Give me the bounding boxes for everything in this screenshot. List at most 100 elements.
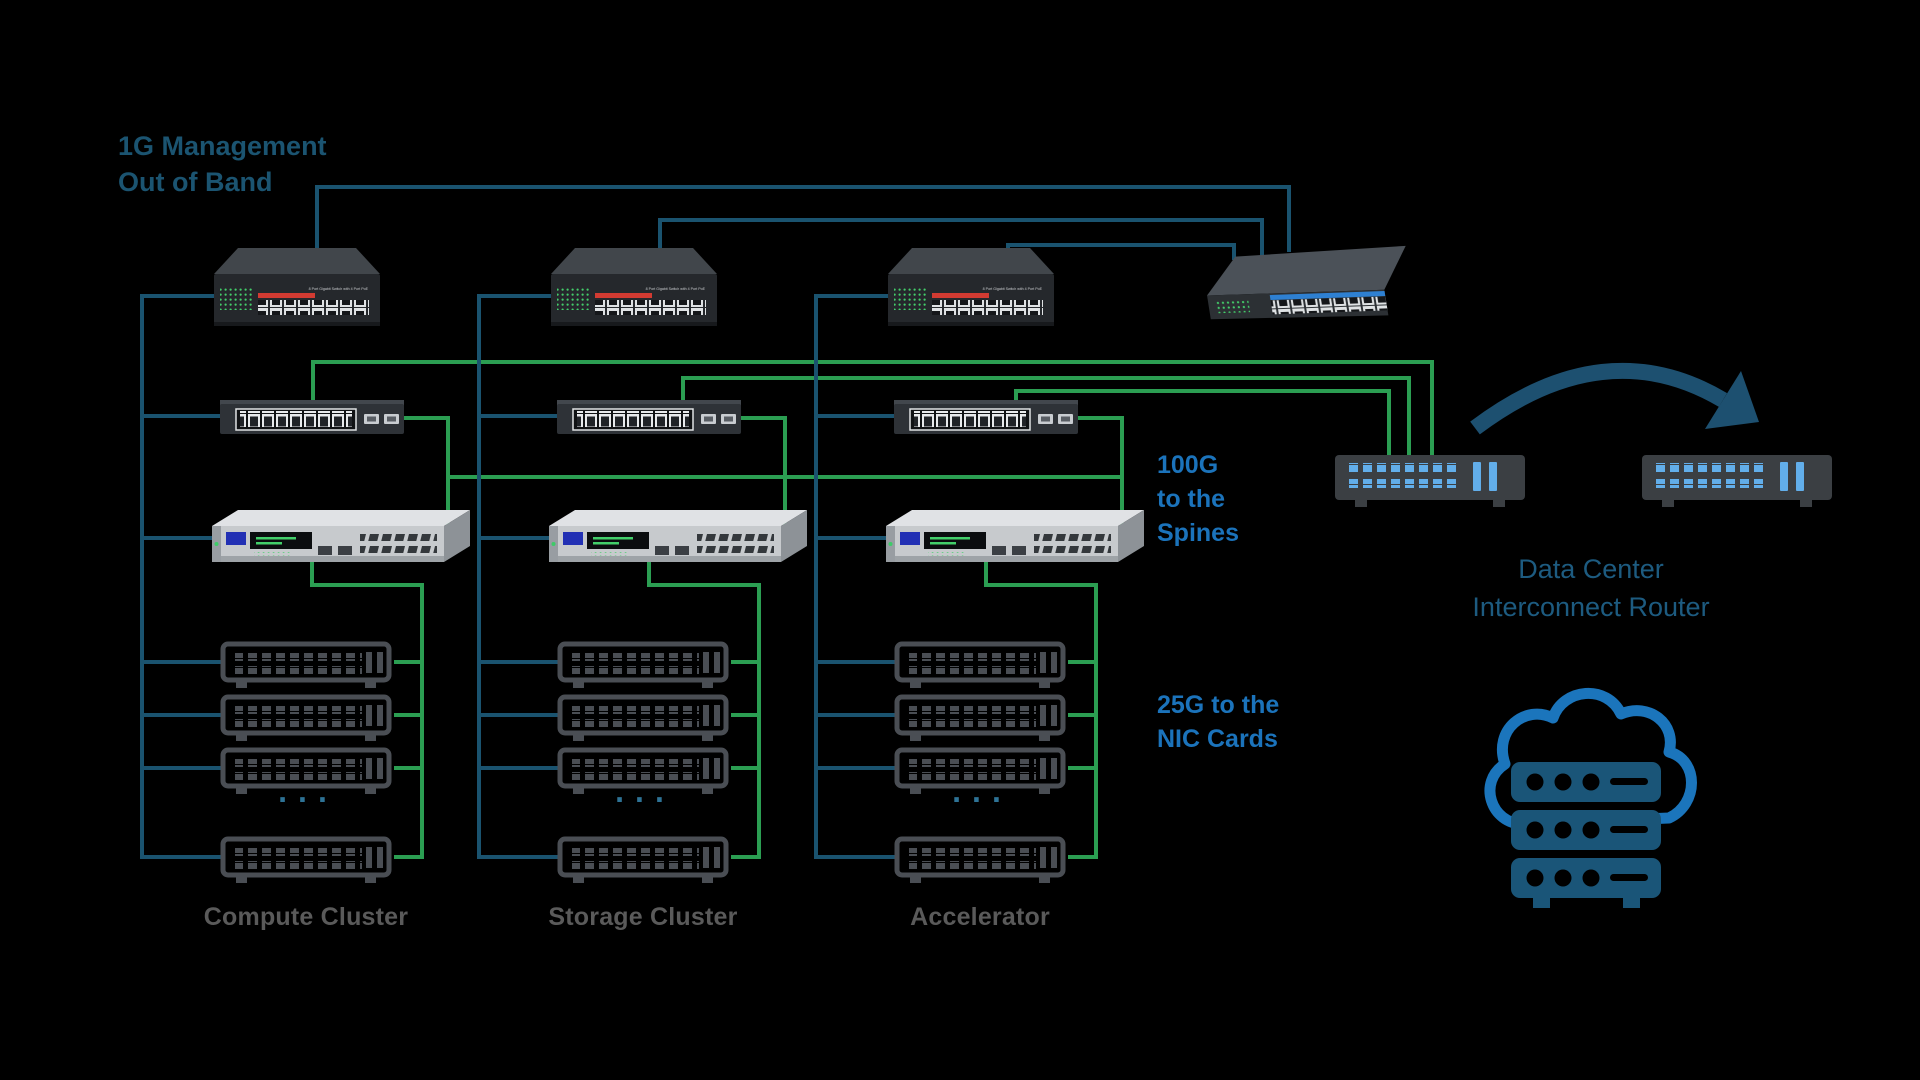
nic-link-run [647,583,761,587]
oob-stub-server [814,766,896,770]
nic-stub-server [394,660,424,664]
nic-stub-server [731,713,761,717]
server-ellipsis: ... [278,773,338,809]
nic-link-drop [647,554,651,587]
fabric-link-storage-riser [681,378,685,400]
nic-link-line2: NIC Cards [1157,725,1278,753]
nic-link-run [984,583,1098,587]
server [894,836,1066,883]
oob-line-compute-run [315,185,1291,189]
fabric-link-accel-riser [1014,389,1018,400]
oob-line-accel-run [1006,243,1236,247]
server-ellipsis: ... [952,773,1012,809]
leaf-spine-link-vertical [446,416,450,542]
oob-stub-server [477,660,559,664]
oob-stub-server [140,660,222,664]
fabric-link-compute-drop [1430,360,1434,457]
oob-stub-server [477,713,559,717]
oob-bracket-line [814,294,818,859]
oob-stub-server [477,855,559,859]
dci-router-remote [1642,455,1832,511]
server [894,694,1066,741]
nic-stub-server [731,660,761,664]
oob-stub-server [814,660,896,664]
oob-stub-leaf [477,414,559,418]
interconnect-arrow-icon [1470,362,1759,435]
oob-label-line2: Out of Band [118,167,273,197]
nic-link-bracket [757,583,761,859]
server [220,641,392,688]
fabric-link-compute-run [311,360,1434,364]
oob-stub-server [140,766,222,770]
fabric-link-accel-drop [1387,389,1391,457]
spine-uplink-label: 100G to the Spines [1157,448,1239,550]
oob-stub-server [814,713,896,717]
leaf-spine-link-top [404,416,450,420]
spine-uplink-line1: 100G [1157,451,1219,479]
management-switch [551,248,717,333]
leaf-switch [220,398,404,438]
cluster-label: Storage Cluster [548,903,738,931]
nic-link-label: 25G to the NIC Cards [1157,688,1279,756]
oob-stub-spine [477,536,557,540]
cloud-datacenter-icon [1463,652,1713,914]
nic-link-bracket [420,583,424,859]
nic-link-run [310,583,424,587]
oob-management-label: 1G Management Out of Band [118,128,327,200]
oob-line-compute-drop [1287,185,1291,252]
fabric-link-accel-run [1014,389,1391,393]
oob-line-compute-riser [315,185,319,265]
oob-label-line1: 1G Management [118,131,327,161]
spine-switch [549,510,821,568]
fabric-link-compute-riser [311,362,315,400]
server [220,694,392,741]
server [557,641,729,688]
server-ellipsis: ... [615,773,675,809]
oob-bracket-line [140,294,144,859]
oob-stub-server [140,713,222,717]
leaf-spine-link-top [741,416,787,420]
oob-stub-server [140,855,222,859]
oob-stub-server [477,766,559,770]
oob-stub-leaf [140,414,222,418]
spine-switch [886,510,1158,568]
oob-line-accel-drop [1232,243,1236,260]
nic-stub-server [1068,660,1098,664]
leaf-switch [894,398,1078,438]
fabric-link-storage-run [681,376,1411,380]
oob-bracket-line [477,294,481,859]
dci-label-line2: Interconnect Router [1472,592,1710,622]
spine-switch [212,510,484,568]
oob-stub-mgmt [140,294,216,298]
oob-line-storage-drop [1260,218,1264,256]
server [894,641,1066,688]
nic-stub-server [394,713,424,717]
dci-router-label: Data Center Interconnect Router [1391,550,1791,626]
nic-link-drop [310,554,314,587]
oob-aggregation-switch [1205,235,1420,340]
nic-stub-server [1068,713,1098,717]
spine-uplink-line2: to the [1157,485,1226,513]
management-switch [888,248,1054,333]
oob-stub-spine [814,536,894,540]
nic-stub-server [1068,855,1098,859]
oob-stub-spine [140,536,220,540]
nic-stub-server [394,855,424,859]
oob-line-storage-run [658,218,1264,222]
nic-stub-server [731,855,761,859]
nic-stub-server [1068,766,1098,770]
spine-uplink-line3: Spines [1157,519,1239,547]
nic-link-drop [984,554,988,587]
dci-router-primary [1335,455,1525,511]
oob-stub-mgmt [477,294,553,298]
oob-stub-mgmt [814,294,890,298]
leaf-spine-link-vertical [1120,416,1124,542]
fabric-link-storage-drop [1407,376,1411,457]
server [557,694,729,741]
cluster-label: Compute Cluster [203,903,409,931]
leaf-spine-link-top [1078,416,1124,420]
server [220,836,392,883]
oob-stub-server [814,855,896,859]
nic-link-line1: 25G to the [1157,691,1280,719]
